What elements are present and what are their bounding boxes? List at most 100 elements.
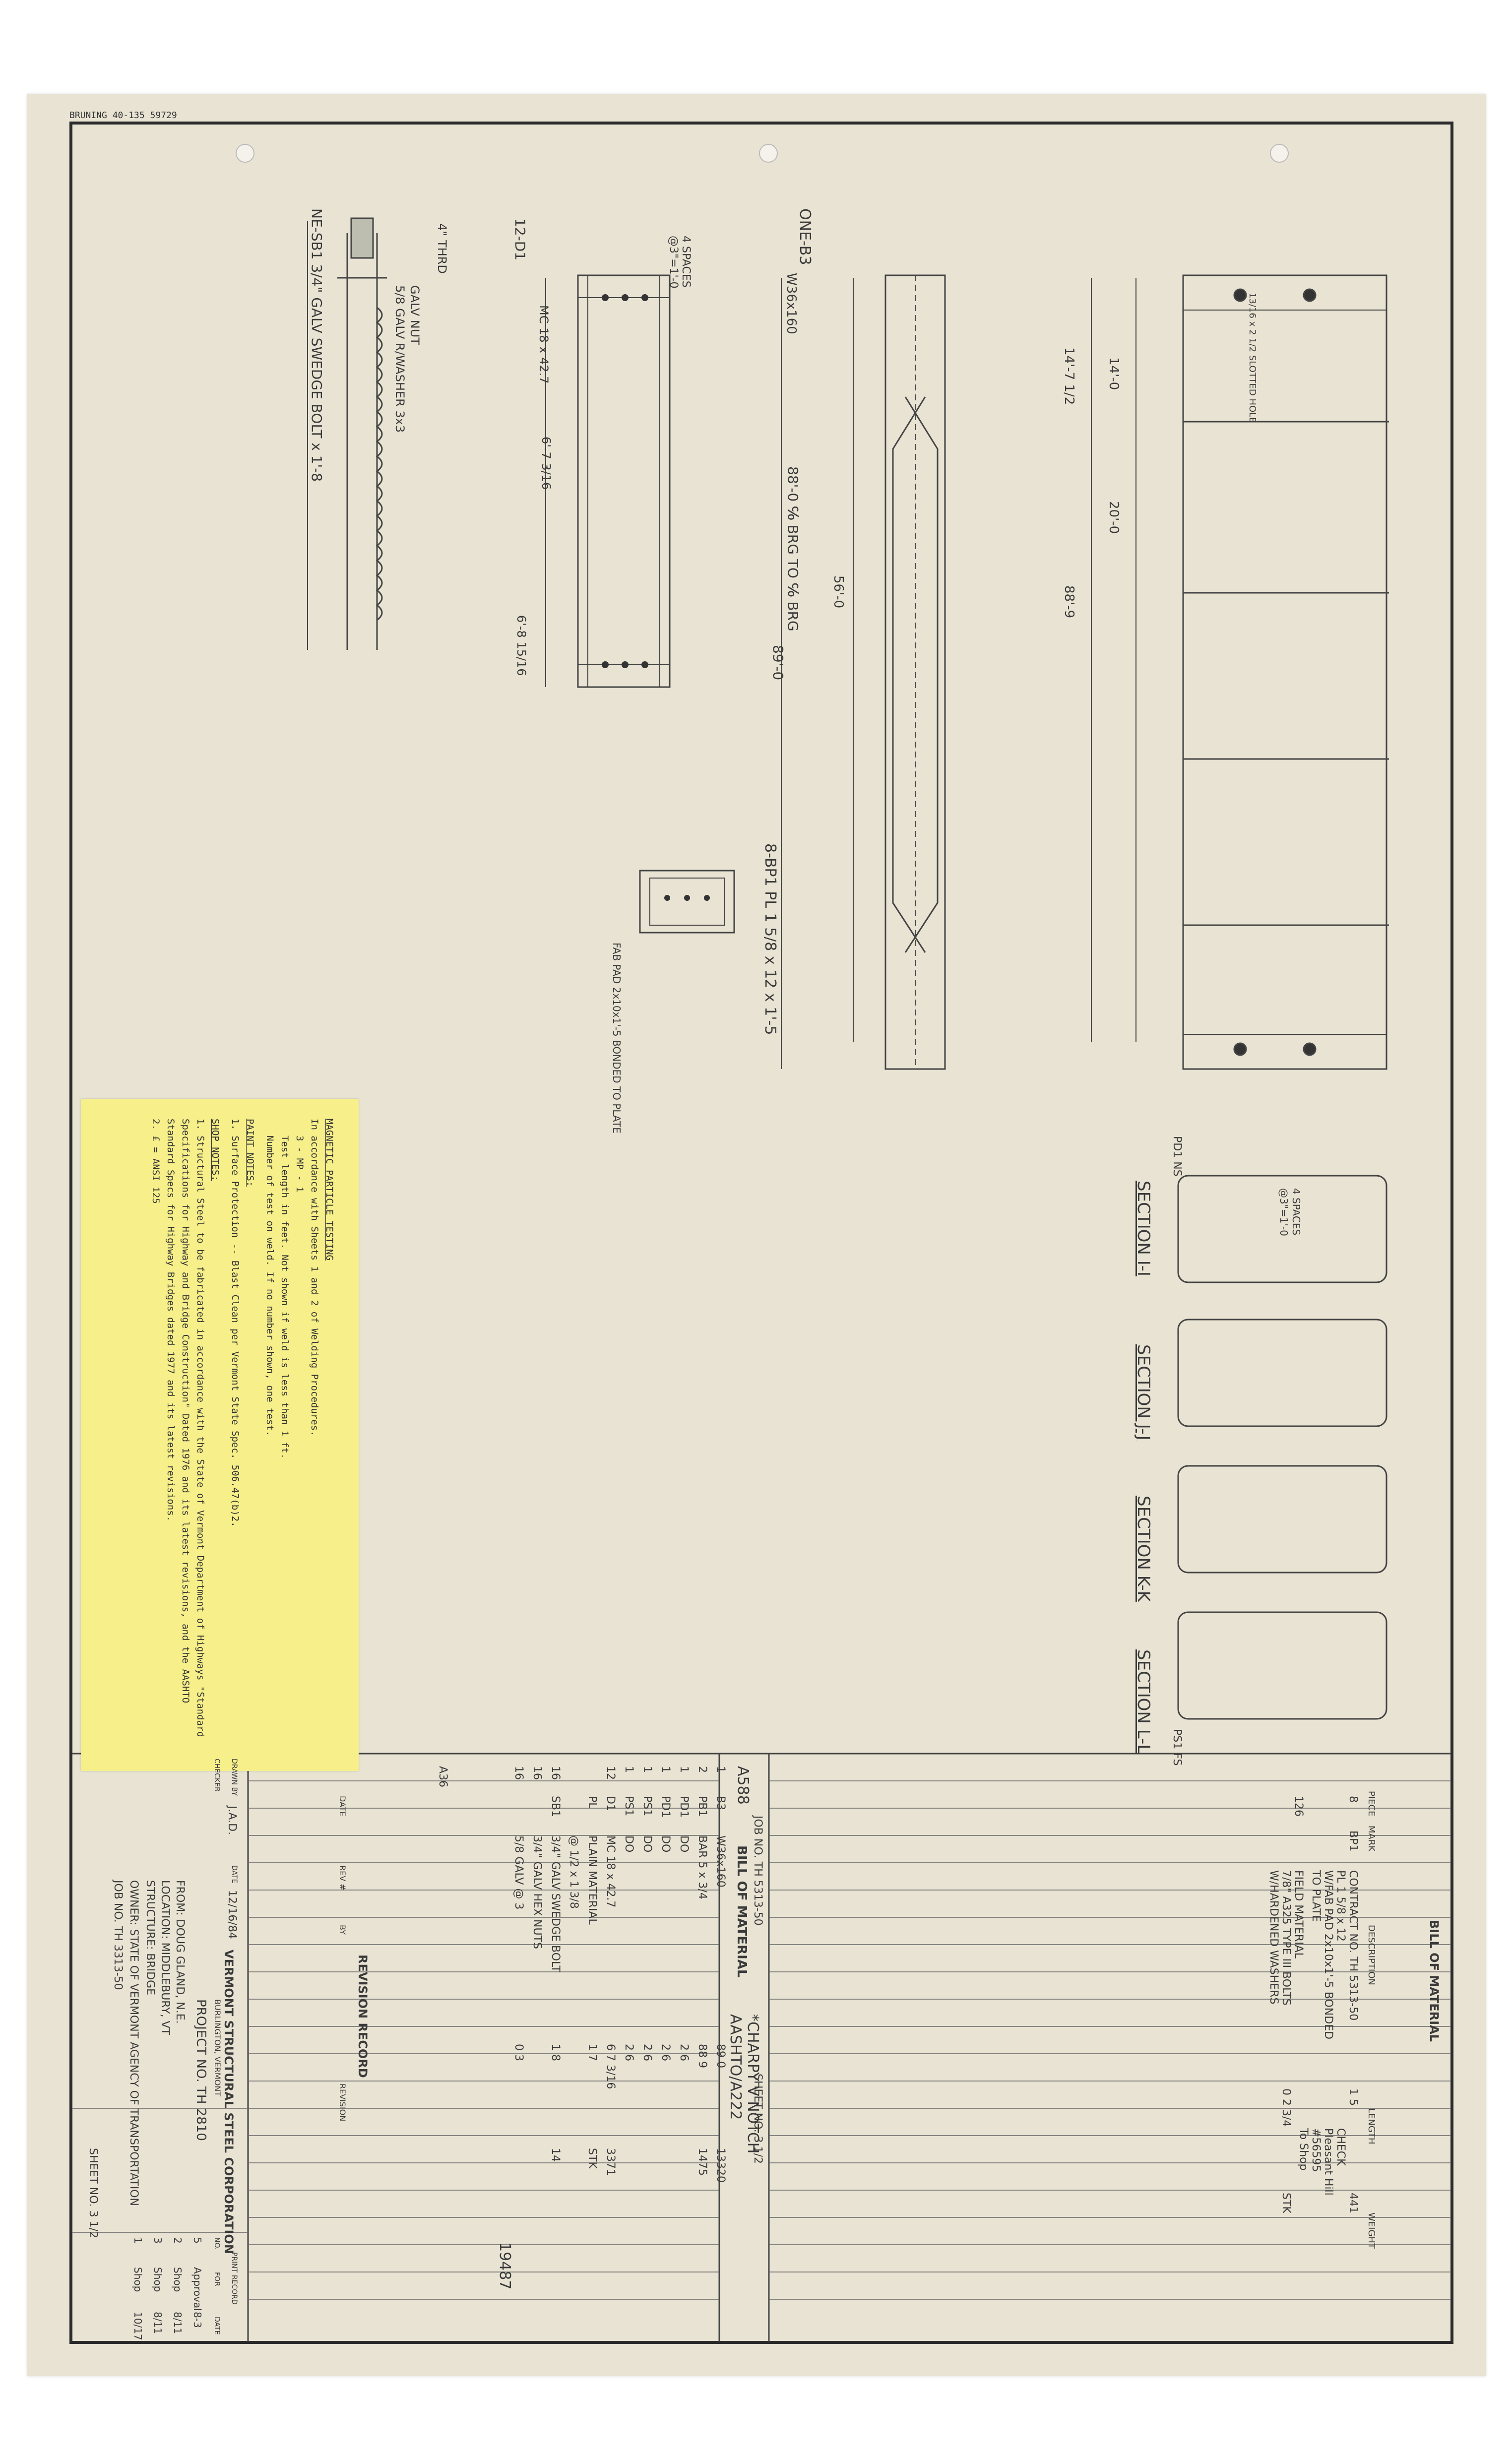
- section-spaces-pitch: @3"=1'-0: [1278, 1188, 1290, 1236]
- thread-label: 4" THRD: [435, 223, 449, 274]
- bom2-cell-wt: 1475: [696, 2148, 708, 2176]
- dim-14-7: 14'-7 1/2: [1062, 347, 1076, 405]
- bom-header-mark: MARK: [1366, 1826, 1377, 1852]
- bom2-cell-piece: 16: [549, 1766, 562, 1780]
- bom2-cell-desc: 5/8 GALV @ 3: [512, 1835, 525, 1910]
- print-record-cell: 2: [172, 2237, 184, 2244]
- bom-header-piece: PIECE: [1366, 1791, 1377, 1817]
- bom-cell: STK: [1280, 2193, 1292, 2213]
- company-city: BURLINGTON, VERMONT: [213, 1999, 222, 2097]
- mpt-num-tests: Number of test on weld. If no number sho…: [264, 1136, 275, 1437]
- punch-hole: [1270, 144, 1289, 163]
- bom2-cell-desc: @ 1/2 x 1 3/8: [567, 1835, 580, 1909]
- paint-note-1: 1. Surface Protection -- Blast Clean per…: [230, 1119, 241, 1527]
- section-l-label: SECTION L-L: [1134, 1649, 1153, 1754]
- section-i-label: SECTION I-I: [1134, 1181, 1153, 1276]
- d1-spaces: 4 SPACES: [680, 236, 692, 288]
- d1-dim-b: 6'-8 15/16: [514, 615, 528, 676]
- project-number: PROJECT NO. TH 2810: [193, 1999, 208, 2141]
- print-record-cell: 8/11: [172, 2312, 184, 2334]
- d1-channel: [577, 274, 671, 688]
- date-value: 12/16/84: [226, 1890, 238, 1939]
- print-record-cell: Shop: [132, 2267, 144, 2292]
- bom-title: BILL OF MATERIAL: [1427, 1920, 1441, 2042]
- owner-line: OWNER: STATE OF VERMONT AGENCY OF TRANSP…: [127, 1880, 140, 2206]
- date-label: DATE: [230, 1865, 238, 1884]
- print-record-title: PRINT RECORD: [230, 2252, 238, 2305]
- punch-hole: [759, 144, 778, 163]
- section-j-label: SECTION J-J: [1134, 1344, 1153, 1441]
- bom-cell: FIELD MATERIAL: [1292, 1870, 1305, 1958]
- bom2-cell-piece: 1: [714, 1766, 727, 1773]
- bom2-a36: A36: [437, 1766, 449, 1788]
- dim-20: 20'-0: [1106, 501, 1121, 534]
- bom2-cell-desc: DO: [641, 1835, 653, 1853]
- galv-nut-label: GALV NUT: [408, 285, 422, 345]
- print-record-cell: 10/17: [132, 2312, 144, 2340]
- bom2-cell-desc: 3/4" GALV SWEDGE BOLT: [549, 1835, 562, 1972]
- bom2-cell-desc: DO: [678, 1835, 690, 1853]
- bom2-cell-len: 2 6: [659, 2044, 672, 2061]
- dim-14-0: 14'-0: [1106, 357, 1121, 390]
- bom2-total-weight: 19487: [496, 2242, 513, 2290]
- drawn-by-value: J.A.D.: [226, 1806, 238, 1835]
- bom-side-note: CHECK: [1334, 2128, 1347, 2166]
- bom2-cell-mark: PL: [586, 1796, 598, 1809]
- bom2-cell-piece: 1: [623, 1766, 635, 1773]
- bom2-job-no: JOB NO. TH 5313-50: [752, 1816, 764, 1926]
- bom-cell: 1 5: [1347, 2088, 1359, 2106]
- d1-description: MC 18 x 42.7: [537, 305, 551, 384]
- drawing-border: [69, 122, 1453, 2344]
- pd1-label: PD1 NS: [1171, 1136, 1183, 1177]
- bom2-cell-mark: PD1: [659, 1796, 672, 1818]
- punch-hole: [236, 144, 254, 163]
- print-record-col: FOR: [213, 2272, 221, 2286]
- structure-line: STRUCTURE: BRIDGE: [144, 1880, 156, 1996]
- bom2-cell-wt: 13320: [714, 2148, 727, 2183]
- slotted-hole-label: 13/16 x 2 1/2 SLOTTED HOLE: [1247, 293, 1258, 423]
- bom-side-note: Pleasant Hill: [1322, 2128, 1334, 2196]
- bom2-cell-mark: SB1: [549, 1796, 562, 1818]
- dim-56: 56'-0: [831, 575, 846, 609]
- bom-cell: 126: [1292, 1796, 1305, 1817]
- job-number: JOB NO. TH 3313-50: [112, 1880, 124, 1990]
- company-name: VERMONT STRUCTURAL STEEL CORPORATION: [222, 1950, 236, 2254]
- bom-cell: 7/8" A325 TYPE III BOLTS: [1280, 1870, 1292, 2006]
- mpt-title: MAGNETIC PARTICLE TESTING: [324, 1119, 335, 1261]
- print-record-cell: 3: [152, 2237, 164, 2244]
- bom2-cell-len: 0 3: [512, 2044, 525, 2061]
- girder-section: W36x160: [784, 273, 799, 334]
- bom2-cell-desc: MC 18 x 42.7: [604, 1835, 617, 1908]
- bom2-cell-len: 88 9: [696, 2044, 708, 2068]
- bom2-cell-mark: PB1: [696, 1796, 708, 1817]
- bom-cell: 8: [1347, 1796, 1359, 1803]
- section-k-label: SECTION K-K: [1134, 1496, 1153, 1602]
- bom2-cell-piece: 16: [512, 1766, 525, 1780]
- print-record-col: DATE: [213, 2317, 221, 2335]
- bom2-cell-piece: 16: [531, 1766, 543, 1780]
- bom2-cell-len: 1 8: [549, 2044, 562, 2061]
- bom2-cell-mark: PS1: [641, 1796, 653, 1817]
- bom2-cell-mark: PD1: [678, 1796, 690, 1818]
- bom2-grade: A588: [734, 1766, 752, 1805]
- shop-note-1: 1. Structural Steel to be fabricated in …: [165, 1119, 206, 1737]
- bom-header-length: LENGTH: [1366, 2108, 1377, 2145]
- print-record-cell: 8/11: [152, 2312, 164, 2334]
- d1-mark: 12-D1: [512, 218, 528, 261]
- bom2-cell-mark: B3: [714, 1796, 727, 1811]
- d1-dim-a: 6'-7 3/16: [539, 437, 553, 490]
- bom2-cell-len: 2 6: [678, 2044, 690, 2061]
- bom-header-description: DESCRIPTION: [1366, 1925, 1377, 1985]
- bom2-cell-piece: 1: [678, 1766, 690, 1773]
- shop-note-2: 2. £ = ANSI 125: [150, 1119, 161, 1204]
- bom-cell: 441: [1347, 2193, 1359, 2213]
- shop-notes-sticky: MAGNETIC PARTICLE TESTING In accordance …: [81, 1099, 359, 1771]
- print-record-cell: Shop: [172, 2267, 184, 2292]
- bom-side-note: To Shop: [1297, 2128, 1310, 2171]
- from-line: FROM: DOUG GLAND, N.E.: [174, 1880, 186, 2024]
- dim-88: 88'-0 ℅ BRG TO ℅ BRG: [785, 466, 801, 631]
- bearing-plate: [639, 870, 735, 934]
- bom-cell: BP1: [1347, 1830, 1359, 1852]
- sheet-number: SHEET NO. 3 1/2: [87, 2148, 99, 2239]
- bom2-cell-desc: DO: [659, 1835, 672, 1853]
